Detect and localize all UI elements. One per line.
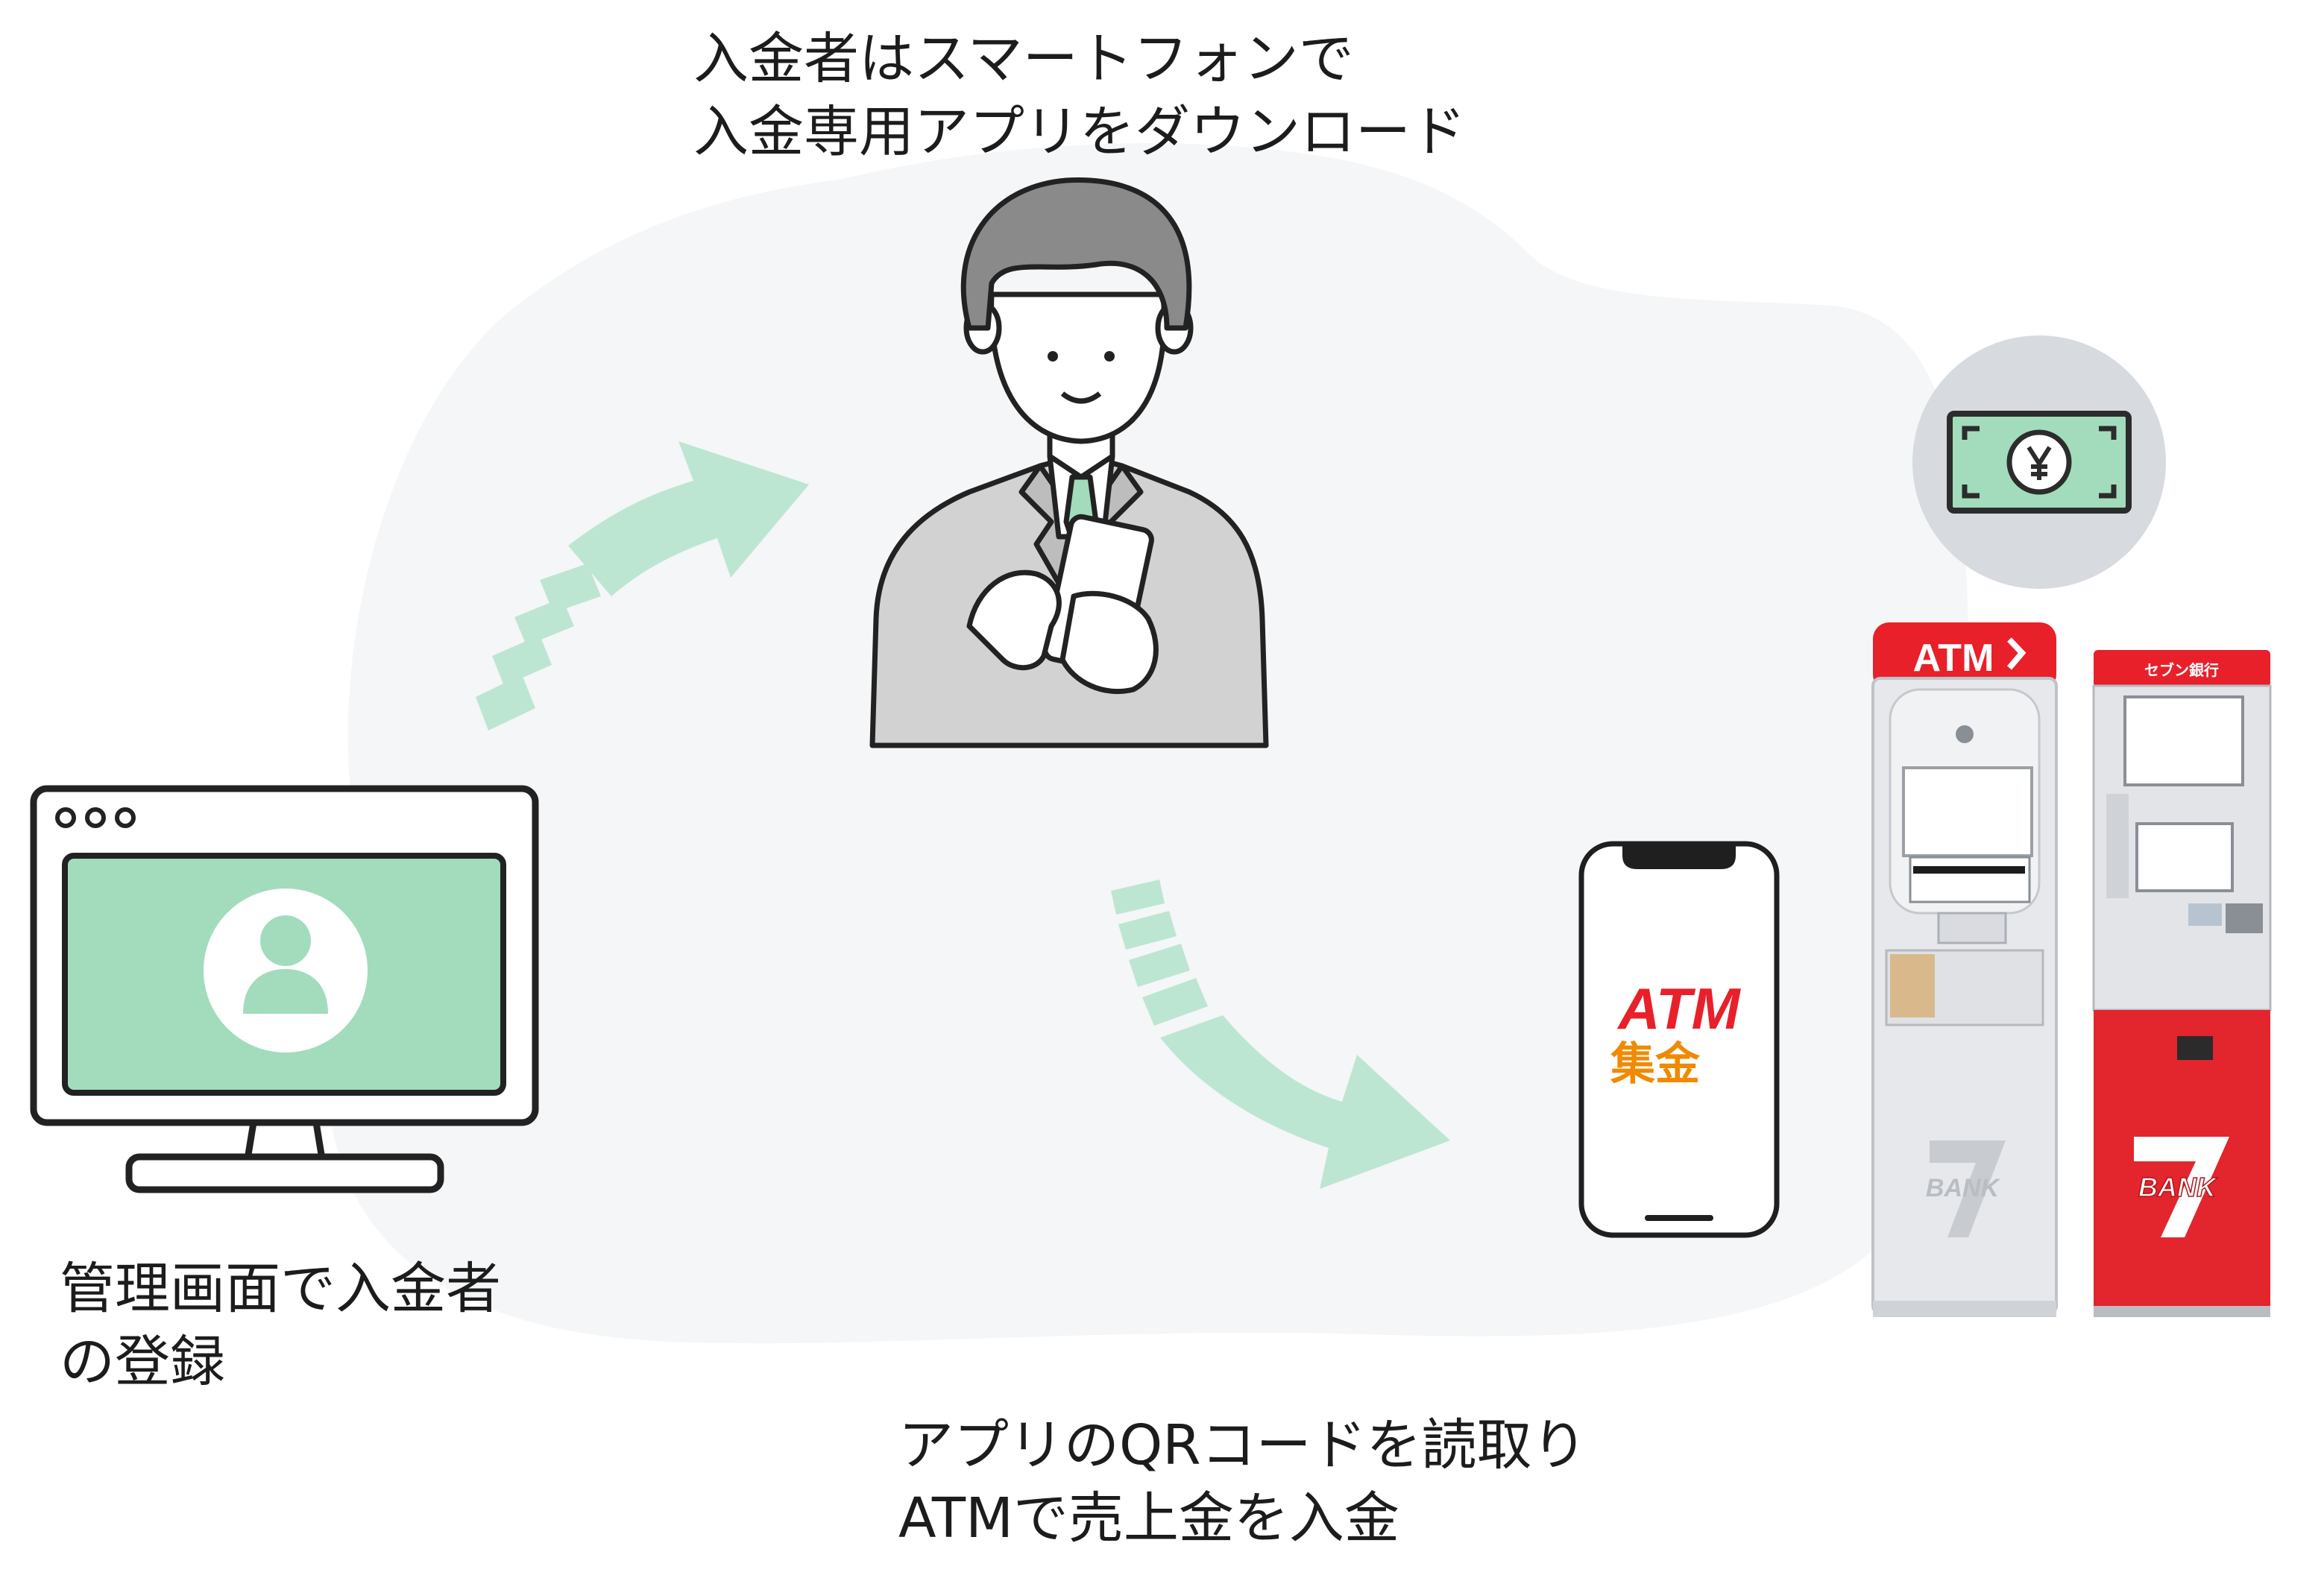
- eye-left: [1048, 351, 1058, 362]
- atm-keypad: [1937, 912, 2007, 944]
- arrow-dash: [1129, 944, 1190, 987]
- atm-receipt-tray: [1890, 954, 1935, 1017]
- atm-touch-screen: [2135, 822, 2234, 892]
- banknote-corner: [2099, 485, 2117, 499]
- atm-machine-white: ATM BANK: [1871, 622, 2058, 1317]
- arrow-body: [568, 441, 809, 596]
- arrow-dash: [476, 675, 535, 730]
- atm-logo-seven-icon: [1930, 1140, 2006, 1237]
- window-dot: [85, 807, 106, 828]
- app-name-atm: ATM: [1616, 976, 1741, 1041]
- smartphone-app-icon: ATM 集金: [1578, 841, 1780, 1238]
- arrow-dash: [540, 564, 601, 613]
- atm-header: [2094, 650, 2270, 687]
- atm-header-mark: [2006, 637, 2027, 670]
- step-deposit-line1: アプリのQRコードを読取り: [898, 1413, 1587, 1477]
- step-download-label: 入金者はスマートフォンで 入金専用アプリをダウンロード: [693, 22, 1466, 168]
- phone-body: [1578, 841, 1780, 1238]
- hand-right: [1059, 590, 1159, 695]
- eye-right: [1104, 351, 1115, 362]
- mouth: [1060, 391, 1102, 404]
- atm-base: [2094, 1306, 2270, 1317]
- home-indicator: [1645, 1215, 1713, 1221]
- user-avatar-head: [260, 915, 311, 966]
- arrow-dash: [1111, 880, 1165, 915]
- atm-logo-seven-icon: [2134, 1137, 2229, 1237]
- hand-left: [966, 569, 1062, 671]
- atm-card-slot: [2106, 794, 2129, 898]
- monitor-base: [125, 1153, 444, 1193]
- app-name-shukin: 集金: [1610, 1038, 1701, 1091]
- curved-arrow-down-right-icon: [1111, 880, 1450, 1189]
- atm-keypad: [2188, 903, 2222, 926]
- arrow-body: [1160, 1015, 1450, 1189]
- atm-camera: [1956, 725, 1974, 743]
- step-download-line1: 入金者はスマートフォンで: [693, 27, 1354, 91]
- window-dot: [115, 807, 136, 828]
- window-dot: [55, 807, 76, 828]
- yen-symbol-icon: [2027, 446, 2052, 480]
- step-register-line2: の登録: [60, 1330, 225, 1394]
- atm-machine-red: セブン銀行 BANK: [2092, 650, 2272, 1317]
- atm-header-label: ATM: [1913, 637, 1994, 680]
- person-with-smartphone-icon: [869, 177, 1269, 748]
- arrow-dash: [1142, 978, 1208, 1026]
- atm-coin-slot: [2177, 1036, 2213, 1060]
- atm-base: [1873, 1301, 2056, 1317]
- face: [989, 291, 1167, 444]
- banknote-corner: [1962, 426, 1980, 440]
- atm-screen: [1902, 766, 2033, 857]
- user-avatar-body: [243, 969, 328, 1014]
- atm-card-slot: [1909, 856, 2031, 903]
- atm-logo-label: BANK: [2138, 1172, 2218, 1202]
- step-deposit-label: アプリのQRコードを読取り ATMで売上金を入金: [898, 1409, 1587, 1555]
- banknote-corner: [2099, 426, 2117, 440]
- yen-banknote-icon: [1912, 335, 2166, 589]
- atm-cash-slot: [2226, 903, 2263, 933]
- step-download-line2: 入金専用アプリをダウンロード: [693, 100, 1466, 164]
- monitor-user-icon: [30, 785, 539, 1193]
- atm-header-label: セブン銀行: [2144, 661, 2219, 679]
- step-register-line1: 管理画面で入金者: [60, 1257, 501, 1321]
- banknote-corner: [1962, 485, 1980, 499]
- hair: [960, 177, 1192, 331]
- arrow-dash: [1118, 911, 1177, 950]
- atm-screen: [2123, 695, 2244, 786]
- arrow-dash: [492, 635, 552, 686]
- phone-notch: [1622, 845, 1736, 869]
- curved-arrow-up-right-icon: [476, 441, 809, 730]
- atm-logo-label: BANK: [1926, 1174, 2001, 1202]
- step-register-label: 管理画面で入金者 の登録: [60, 1252, 501, 1398]
- atm-lower-cabinet: [2094, 1010, 2270, 1313]
- atm-slot-line: [1913, 866, 2025, 874]
- step-deposit-line2: ATMで売上金を入金: [898, 1486, 1399, 1550]
